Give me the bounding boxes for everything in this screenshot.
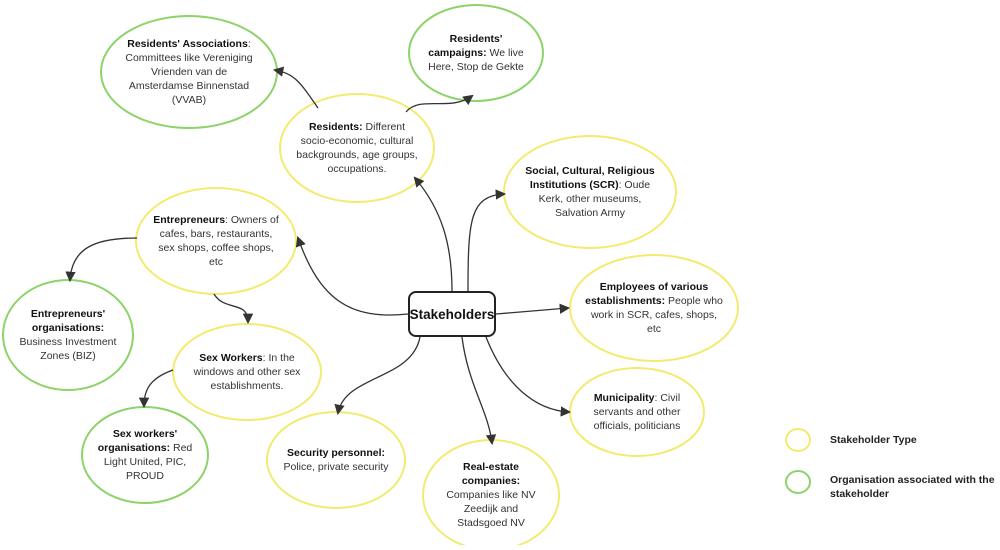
sex-workers-organisations-description: Red Light United, PIC, PROUD bbox=[103, 442, 193, 482]
edge-center-scr bbox=[467, 189, 507, 292]
legend-swatch-stakeholder bbox=[785, 428, 811, 452]
entrepreneurs-organisations-description: Business Investment Zones (BIZ) bbox=[19, 336, 117, 362]
scr-title: Social, Cultural, Religious Institutions… bbox=[525, 165, 655, 191]
entrepreneurs-organisations-title: Entrepreneurs' organisations: bbox=[30, 308, 106, 334]
residents-ellipse bbox=[279, 93, 435, 203]
municipality-node[interactable]: Municipality: Civil servants and other o… bbox=[570, 368, 704, 456]
entrepreneurs-organisations-text: Entrepreneurs' organisations: Business I… bbox=[15, 307, 121, 363]
residents-node[interactable]: Residents: Different socio-economic, cul… bbox=[280, 94, 434, 202]
edge-sexworkers-organisations bbox=[138, 369, 174, 409]
security-text: Security personnel: Police, private secu… bbox=[283, 446, 389, 474]
residents-description: Different socio-economic, cultural backg… bbox=[296, 121, 418, 175]
edge-entrepreneurs-organisations bbox=[65, 237, 138, 283]
scr-text: Social, Cultural, Religious Institutions… bbox=[524, 164, 656, 220]
employees-title: Employees of various establishments: bbox=[585, 281, 709, 307]
sex-workers-title: Sex Workers bbox=[199, 352, 263, 364]
residents-text: Residents: Different socio-economic, cul… bbox=[295, 120, 419, 176]
entrepreneurs-organisations-node[interactable]: Entrepreneurs' organisations: Business I… bbox=[3, 280, 133, 390]
edge-residents-associations bbox=[272, 66, 319, 109]
sex-workers-node[interactable]: Sex Workers: In the windows and other se… bbox=[173, 324, 321, 420]
scr-node[interactable]: Social, Cultural, Religious Institutions… bbox=[504, 136, 676, 248]
security-node[interactable]: Security personnel: Police, private secu… bbox=[267, 412, 405, 508]
edge-residents-campaigns bbox=[405, 94, 474, 113]
residents-associations-description: : Committees like Vereniging Vrienden va… bbox=[125, 38, 253, 106]
edge-center-municipality bbox=[485, 336, 572, 417]
sex-workers-organisations-title: Sex workers' organisations: bbox=[97, 428, 178, 454]
sex-workers-text: Sex Workers: In the windows and other se… bbox=[191, 351, 303, 393]
real-estate-description: Companies like NV Zeedijk and Stadsgoed … bbox=[446, 489, 536, 529]
residents-associations-text: Residents' Associations: Committees like… bbox=[119, 37, 259, 107]
entrepreneurs-text: Entrepreneurs: Owners of cafes, bars, re… bbox=[152, 213, 280, 269]
sex-workers-organisations-text: Sex workers' organisations: Red Light Un… bbox=[93, 427, 197, 483]
sex-workers-organisations-node[interactable]: Sex workers' organisations: Red Light Un… bbox=[82, 407, 208, 503]
municipality-description: : Civil servants and other officials, po… bbox=[593, 392, 681, 432]
real-estate-title: Real-estate companies: bbox=[461, 461, 521, 487]
security-title: Security personnel: bbox=[286, 447, 386, 459]
real-estate-node[interactable]: Real-estate companies: Companies like NV… bbox=[423, 440, 559, 550]
entrepreneurs-description: : Owners of cafes, bars, restaurants, se… bbox=[158, 214, 279, 268]
legend-label-organisation: Organisation associated with the stakeho… bbox=[830, 474, 995, 500]
municipality-title: Municipality bbox=[593, 392, 655, 404]
employees-node[interactable]: Employees of various establishments: Peo… bbox=[570, 255, 738, 361]
legend-swatch-organisation bbox=[785, 470, 811, 494]
edge-entrepreneurs-sexworkers bbox=[213, 293, 254, 325]
edge-center-real-estate bbox=[461, 336, 497, 446]
residents-campaigns-title: Residents' campaigns: bbox=[428, 33, 503, 59]
edge-center-security bbox=[334, 336, 421, 416]
edge-center-employees bbox=[495, 303, 571, 315]
real-estate-text: Real-estate companies: Companies like NV… bbox=[439, 460, 543, 530]
residents-campaigns-node[interactable]: Residents' campaigns: We live Here, Stop… bbox=[409, 5, 543, 101]
security-description: Police, private security bbox=[283, 461, 389, 473]
stakeholders-center-label: Stakeholders bbox=[409, 306, 495, 322]
stakeholders-center-node[interactable]: Stakeholders bbox=[408, 291, 496, 337]
residents-associations-title: Residents' Associations bbox=[127, 38, 248, 50]
sex-workers-description: : In the windows and other sex establish… bbox=[193, 352, 301, 392]
residents-associations-node[interactable]: Residents' Associations: Committees like… bbox=[101, 16, 277, 128]
employees-text: Employees of various establishments: Peo… bbox=[583, 280, 725, 336]
residents-campaigns-description: We live Here, Stop de Gekte bbox=[428, 47, 524, 73]
residents-title: Residents: bbox=[308, 121, 363, 133]
residents-campaigns-text: Residents' campaigns: We live Here, Stop… bbox=[422, 32, 530, 74]
entrepreneurs-title: Entrepreneurs bbox=[153, 214, 226, 226]
edge-center-entrepreneurs bbox=[295, 236, 409, 316]
employees-description: People who work in SCR, cafes, shops, et… bbox=[590, 295, 723, 335]
residents-campaigns-ellipse bbox=[408, 4, 544, 102]
municipality-text: Municipality: Civil servants and other o… bbox=[585, 391, 689, 433]
legend-label-stakeholder: Stakeholder Type bbox=[830, 434, 917, 446]
entrepreneurs-node[interactable]: Entrepreneurs: Owners of cafes, bars, re… bbox=[136, 188, 296, 294]
scr-description: : Oude Kerk, other museums, Salvation Ar… bbox=[538, 179, 651, 219]
edge-center-residents bbox=[413, 176, 453, 292]
